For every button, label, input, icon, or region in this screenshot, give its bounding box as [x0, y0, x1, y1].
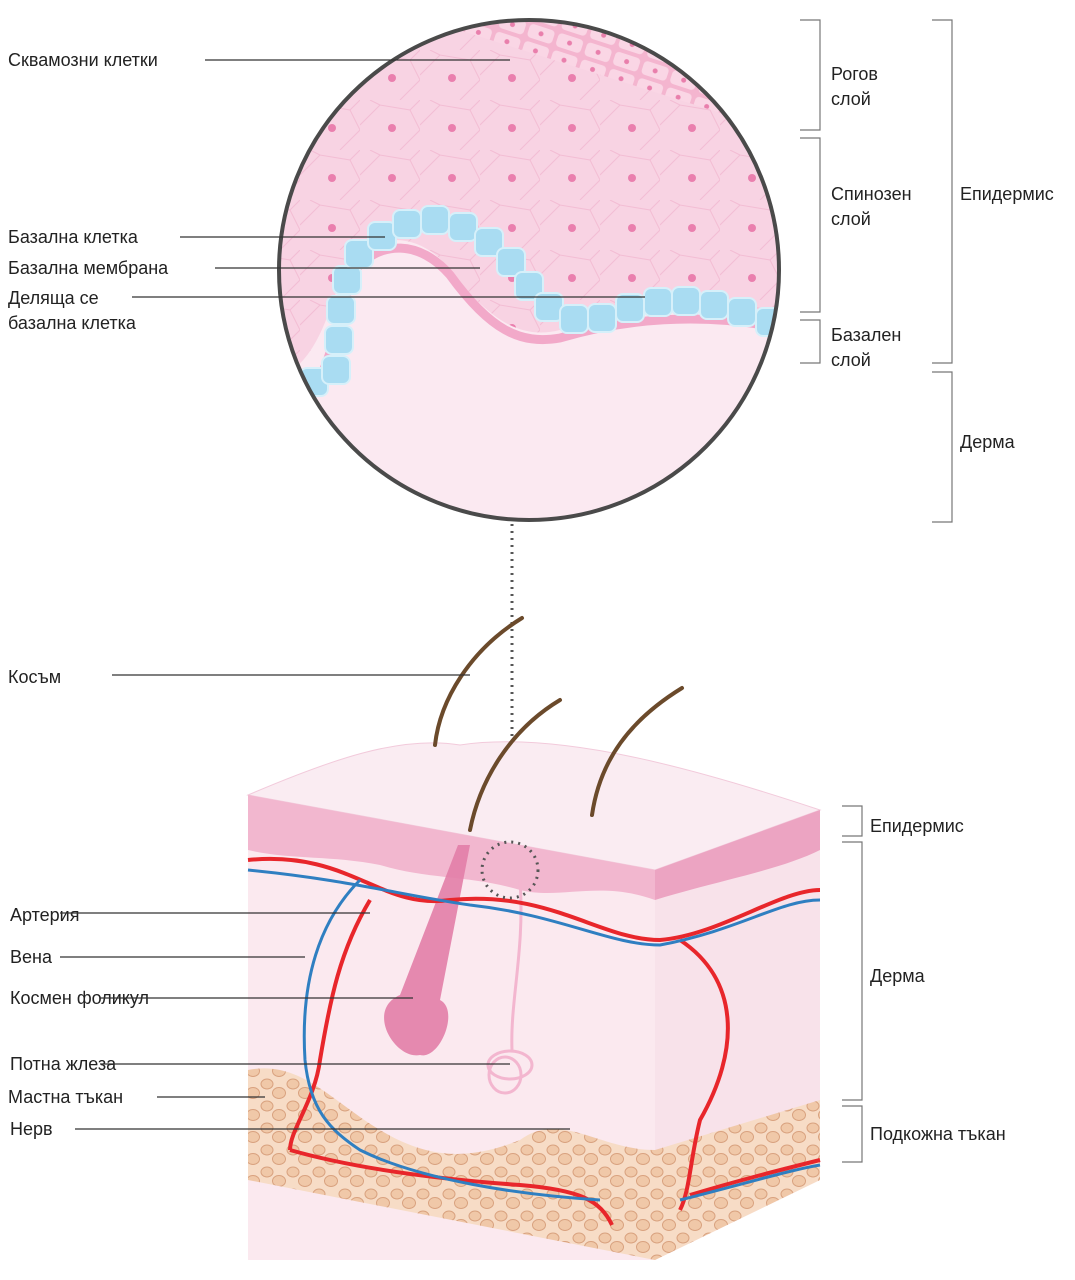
label-epidermis-block: Епидермис	[870, 816, 964, 836]
label-subcutaneous: Подкожна тъкан	[870, 1124, 1006, 1144]
label-hair: Косъм	[8, 667, 61, 687]
veins	[247, 868, 821, 1202]
label-basale-2: слой	[831, 350, 871, 370]
label-hair-follicle: Космен фоликул	[10, 988, 149, 1008]
arteries	[247, 856, 821, 1226]
label-corneum-1: Рогов	[831, 64, 878, 84]
label-squamous-cells: Сквамозни клетки	[8, 50, 158, 70]
label-spinosum-2: слой	[831, 209, 871, 229]
label-sweat-gland: Потна жлеза	[10, 1054, 117, 1074]
label-dividing-cell-1: Деляща се	[8, 288, 99, 308]
magnifier-circle	[277, 18, 781, 522]
label-corneum-2: слой	[831, 89, 871, 109]
label-dividing-cell-2: базална клетка	[8, 313, 137, 333]
bracket-basale	[800, 319, 821, 364]
label-dermis-top: Дерма	[960, 432, 1016, 452]
bracket-epidermis	[932, 19, 953, 364]
label-basal-membrane: Базална мембрана	[8, 258, 169, 278]
label-vein: Вена	[10, 947, 53, 967]
bracket-spinosum	[800, 137, 821, 313]
bracket-dermis-block	[842, 841, 863, 1101]
basal-cells-row	[299, 205, 779, 397]
label-basale-1: Базален	[831, 325, 901, 345]
magnified-skin-layers	[279, 20, 779, 520]
label-spinosum-1: Спинозен	[831, 184, 912, 204]
label-dermis-block: Дерма	[870, 966, 926, 986]
magnified-area-marker	[480, 840, 540, 900]
label-basal-cell: Базална клетка	[8, 227, 139, 247]
label-fat-tissue: Мастна тъкан	[8, 1087, 123, 1107]
bracket-subcutaneous	[842, 1105, 863, 1163]
bracket-dermis	[932, 371, 953, 523]
skin-cross-section	[246, 616, 822, 1260]
bracket-epidermis-block	[842, 805, 863, 837]
label-epidermis-top: Епидермис	[960, 184, 1054, 204]
hairs	[433, 616, 684, 832]
bracket-corneum	[800, 19, 821, 131]
label-nerve: Нерв	[10, 1119, 53, 1139]
label-artery: Артерия	[10, 905, 80, 925]
